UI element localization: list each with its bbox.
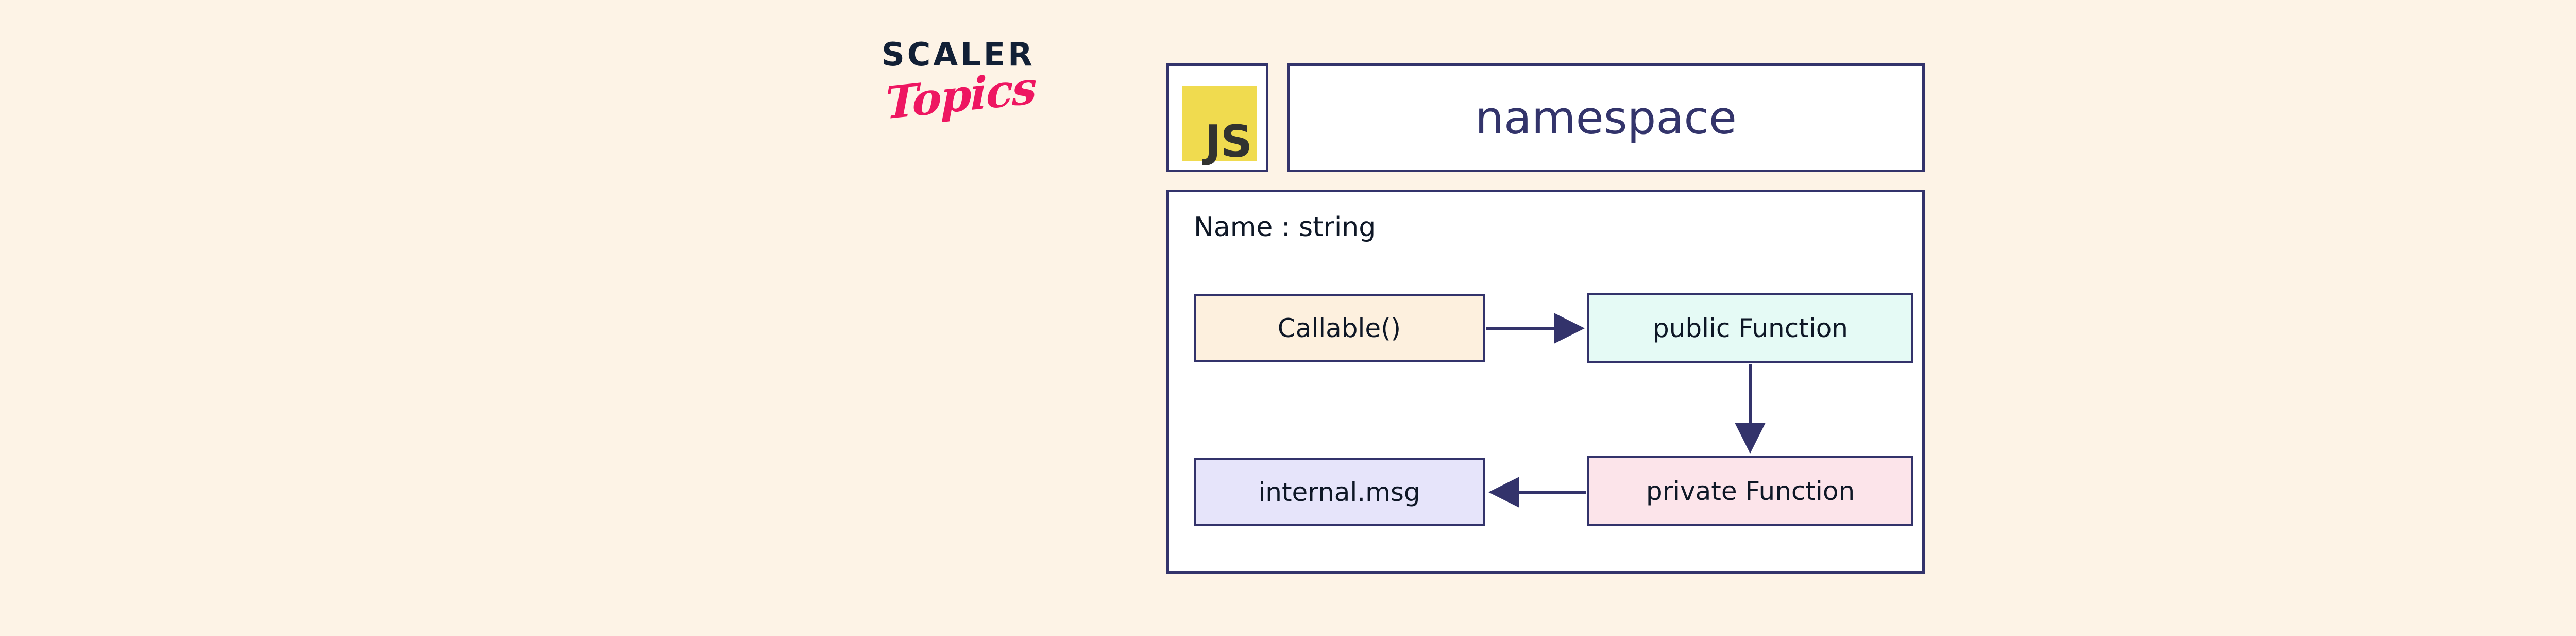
javascript-icon: JS bbox=[1182, 86, 1257, 168]
namespace-diagram: JS namespace Name : string Callable() pu… bbox=[1166, 63, 1925, 574]
brand-wordmark: SCALER bbox=[882, 36, 1035, 73]
node-internal-msg[interactable]: internal.msg bbox=[1194, 458, 1485, 526]
javascript-badge-box: JS bbox=[1166, 63, 1268, 172]
javascript-icon-label: JS bbox=[1205, 116, 1252, 168]
diagram-header-row: JS namespace bbox=[1166, 63, 1925, 172]
brand-scriptmark: Topics bbox=[886, 61, 1036, 130]
node-private-function[interactable]: private Function bbox=[1587, 456, 1913, 526]
scaler-topics-logo: SCALER Topics bbox=[876, 39, 1041, 157]
namespace-title-box: namespace bbox=[1287, 63, 1925, 172]
node-callable-label: Callable() bbox=[1277, 313, 1401, 343]
node-public-function[interactable]: public Function bbox=[1587, 293, 1913, 363]
node-private-function-label: private Function bbox=[1646, 476, 1855, 506]
namespace-body-panel: Name : string Callable() public Function… bbox=[1166, 190, 1925, 574]
node-internal-msg-label: internal.msg bbox=[1258, 477, 1420, 507]
namespace-title: namespace bbox=[1475, 91, 1737, 144]
node-public-function-label: public Function bbox=[1652, 313, 1848, 343]
node-callable[interactable]: Callable() bbox=[1194, 294, 1485, 362]
field-name-string: Name : string bbox=[1194, 212, 1376, 243]
